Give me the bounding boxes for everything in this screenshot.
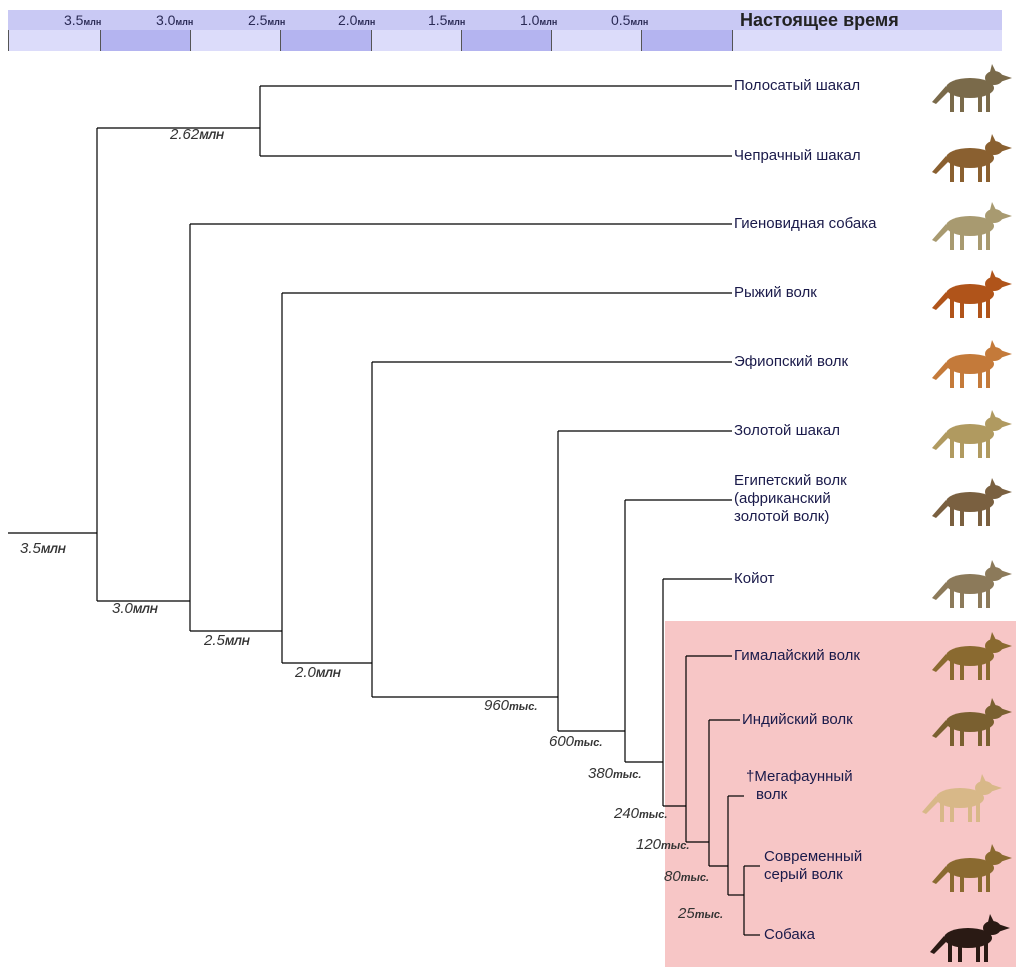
node-age-label: 240тыс.: [614, 805, 667, 822]
african-golden-wolf-icon: [932, 478, 1012, 526]
node-age-label: 3.0МЛН: [112, 600, 158, 617]
taxon-label: Полосатый шакал: [734, 77, 860, 95]
gray-wolf-icon: [932, 844, 1012, 892]
node-age-label: 2.5МЛН: [204, 632, 250, 649]
taxon-label: Койот: [734, 570, 774, 588]
taxon-label: Собака: [764, 926, 815, 944]
node-age-label: 380тыс.: [588, 765, 641, 782]
node-age-label: 960тыс.: [484, 697, 537, 714]
node-age-label: 25тыс.: [678, 905, 723, 922]
taxon-label: Золотой шакал: [734, 422, 840, 440]
golden-jackal-icon: [932, 410, 1012, 458]
himalayan-wolf-icon: [932, 632, 1012, 680]
node-age-label: 80тыс.: [664, 868, 709, 885]
indian-wolf-icon: [932, 698, 1012, 746]
african-wild-dog-icon: [932, 202, 1012, 250]
node-age-label: 600тыс.: [549, 733, 602, 750]
dhole-icon: [932, 270, 1012, 318]
taxon-label: Современный серый волк: [764, 848, 862, 884]
taxon-label: Гималайский волк: [734, 647, 860, 665]
taxon-label: Египетский волк (африканский золотой вол…: [734, 472, 847, 526]
node-age-label: 3.5МЛН: [20, 540, 66, 557]
dog-icon: [930, 914, 1010, 962]
taxon-label: Эфиопский волк: [734, 353, 848, 371]
black-backed-jackal-icon: [932, 134, 1012, 182]
taxon-label: †Мегафаунный волк: [746, 768, 853, 804]
ethiopian-wolf-icon: [932, 340, 1012, 388]
node-age-label: 120тыс.: [636, 836, 689, 853]
node-age-label: 2.62МЛН: [170, 126, 224, 143]
coyote-icon: [932, 560, 1012, 608]
taxon-label: Индийский волк: [742, 711, 853, 729]
taxon-label: Чепрачный шакал: [734, 147, 861, 165]
taxon-label: Гиеновидная собака: [734, 215, 876, 233]
taxon-label: Рыжий волк: [734, 284, 817, 302]
node-age-label: 2.0МЛН: [295, 664, 341, 681]
striped-jackal-icon: [932, 64, 1012, 112]
megafaunal-wolf-icon: [922, 774, 1002, 822]
